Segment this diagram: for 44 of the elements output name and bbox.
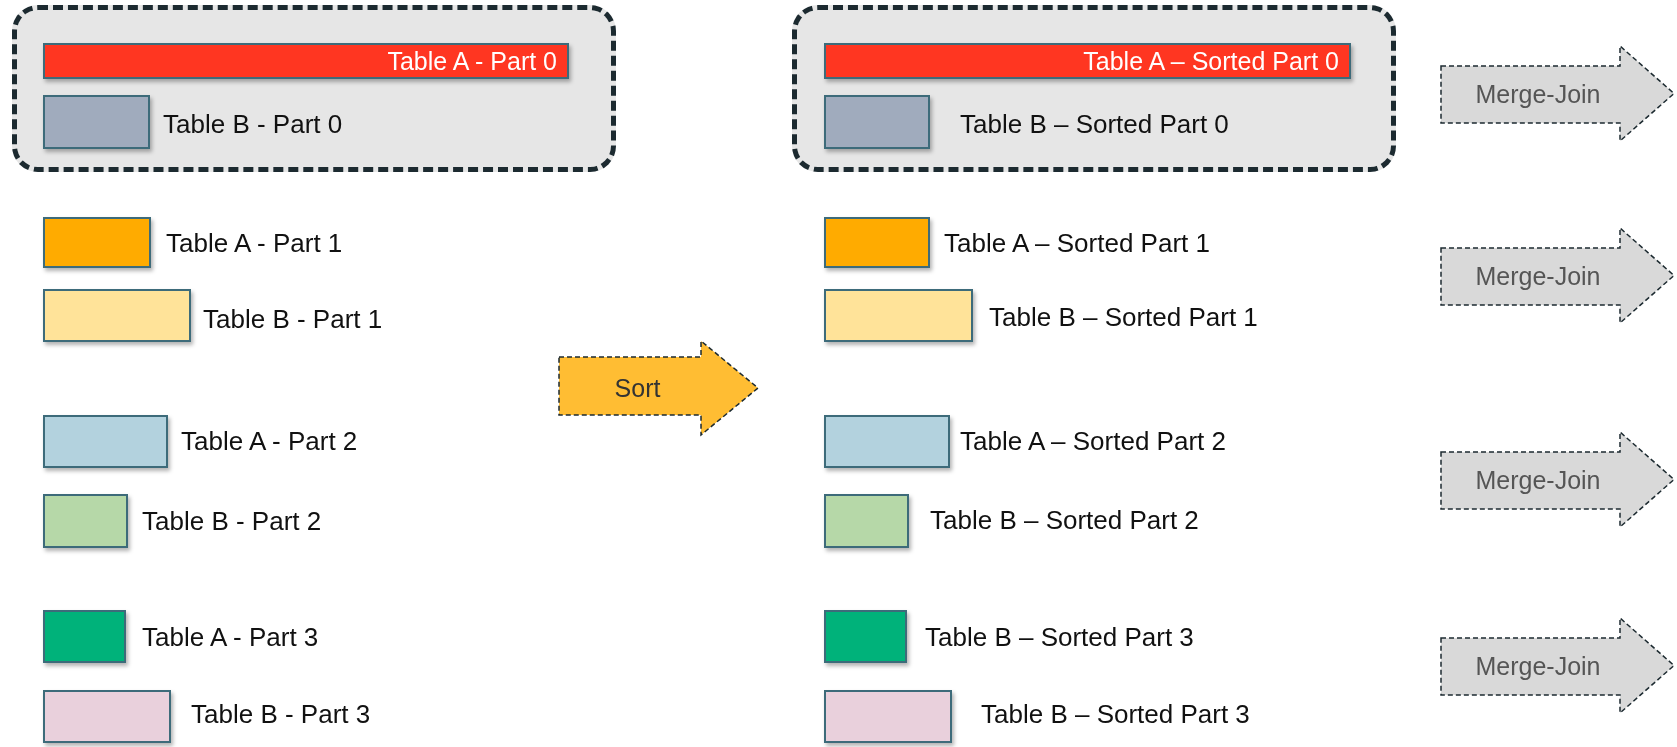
partition-bar [43,690,171,743]
bar-caption: Table A – Sorted Part 1 [944,228,1210,258]
partition-bar [43,217,151,268]
partition-bar [824,95,930,149]
bar-caption: Table B – Sorted Part 3 [981,699,1250,729]
block-arrow [558,340,759,436]
arrow-label: Merge-Join [1475,260,1601,291]
partition-bar [824,690,952,743]
block-arrow [1440,431,1675,528]
partition-bar [43,610,126,663]
block-arrow [1440,45,1675,142]
dashed-group-box [12,5,616,172]
bar-caption: Table B - Part 2 [142,506,322,536]
partition-bar [43,415,168,468]
partition-bar [43,95,150,149]
bar-caption: Table A - Part 2 [181,426,358,456]
partition-bar [824,415,950,468]
partition-bar [824,217,930,268]
bar-caption: Table B – Sorted Part 0 [960,109,1229,139]
bar-caption: Table B - Part 1 [203,304,383,334]
bar-caption: Table B - Part 3 [191,699,371,729]
bar-caption: Table A – Sorted Part 2 [960,426,1226,456]
bar-caption: Table A - Part 3 [142,622,319,652]
bar-caption: Table B – Sorted Part 2 [930,505,1199,535]
arrow-label: Sort [614,373,661,403]
bar-caption: Table B - Part 0 [163,109,343,139]
dashed-group-box [792,5,1396,172]
bar-label: Table A – Sorted Part 0 [1083,46,1339,76]
block-arrow [1440,617,1675,714]
bar-label: Table A - Part 0 [387,46,557,76]
arrow-label: Merge-Join [1475,464,1601,495]
block-arrow [1440,227,1675,324]
bar-caption: Table A - Part 1 [166,228,343,258]
bar-caption: Table B – Sorted Part 3 [925,622,1194,652]
partition-bar [824,610,907,663]
partition-bar [824,43,1351,79]
bar-caption: Table B – Sorted Part 1 [989,302,1258,332]
partition-bar [43,494,128,548]
partition-bar [43,43,569,79]
partition-bar [824,494,909,548]
arrow-label: Merge-Join [1475,78,1601,109]
partition-bar [43,289,191,342]
arrow-label: Merge-Join [1475,650,1601,681]
partition-bar [824,289,973,342]
